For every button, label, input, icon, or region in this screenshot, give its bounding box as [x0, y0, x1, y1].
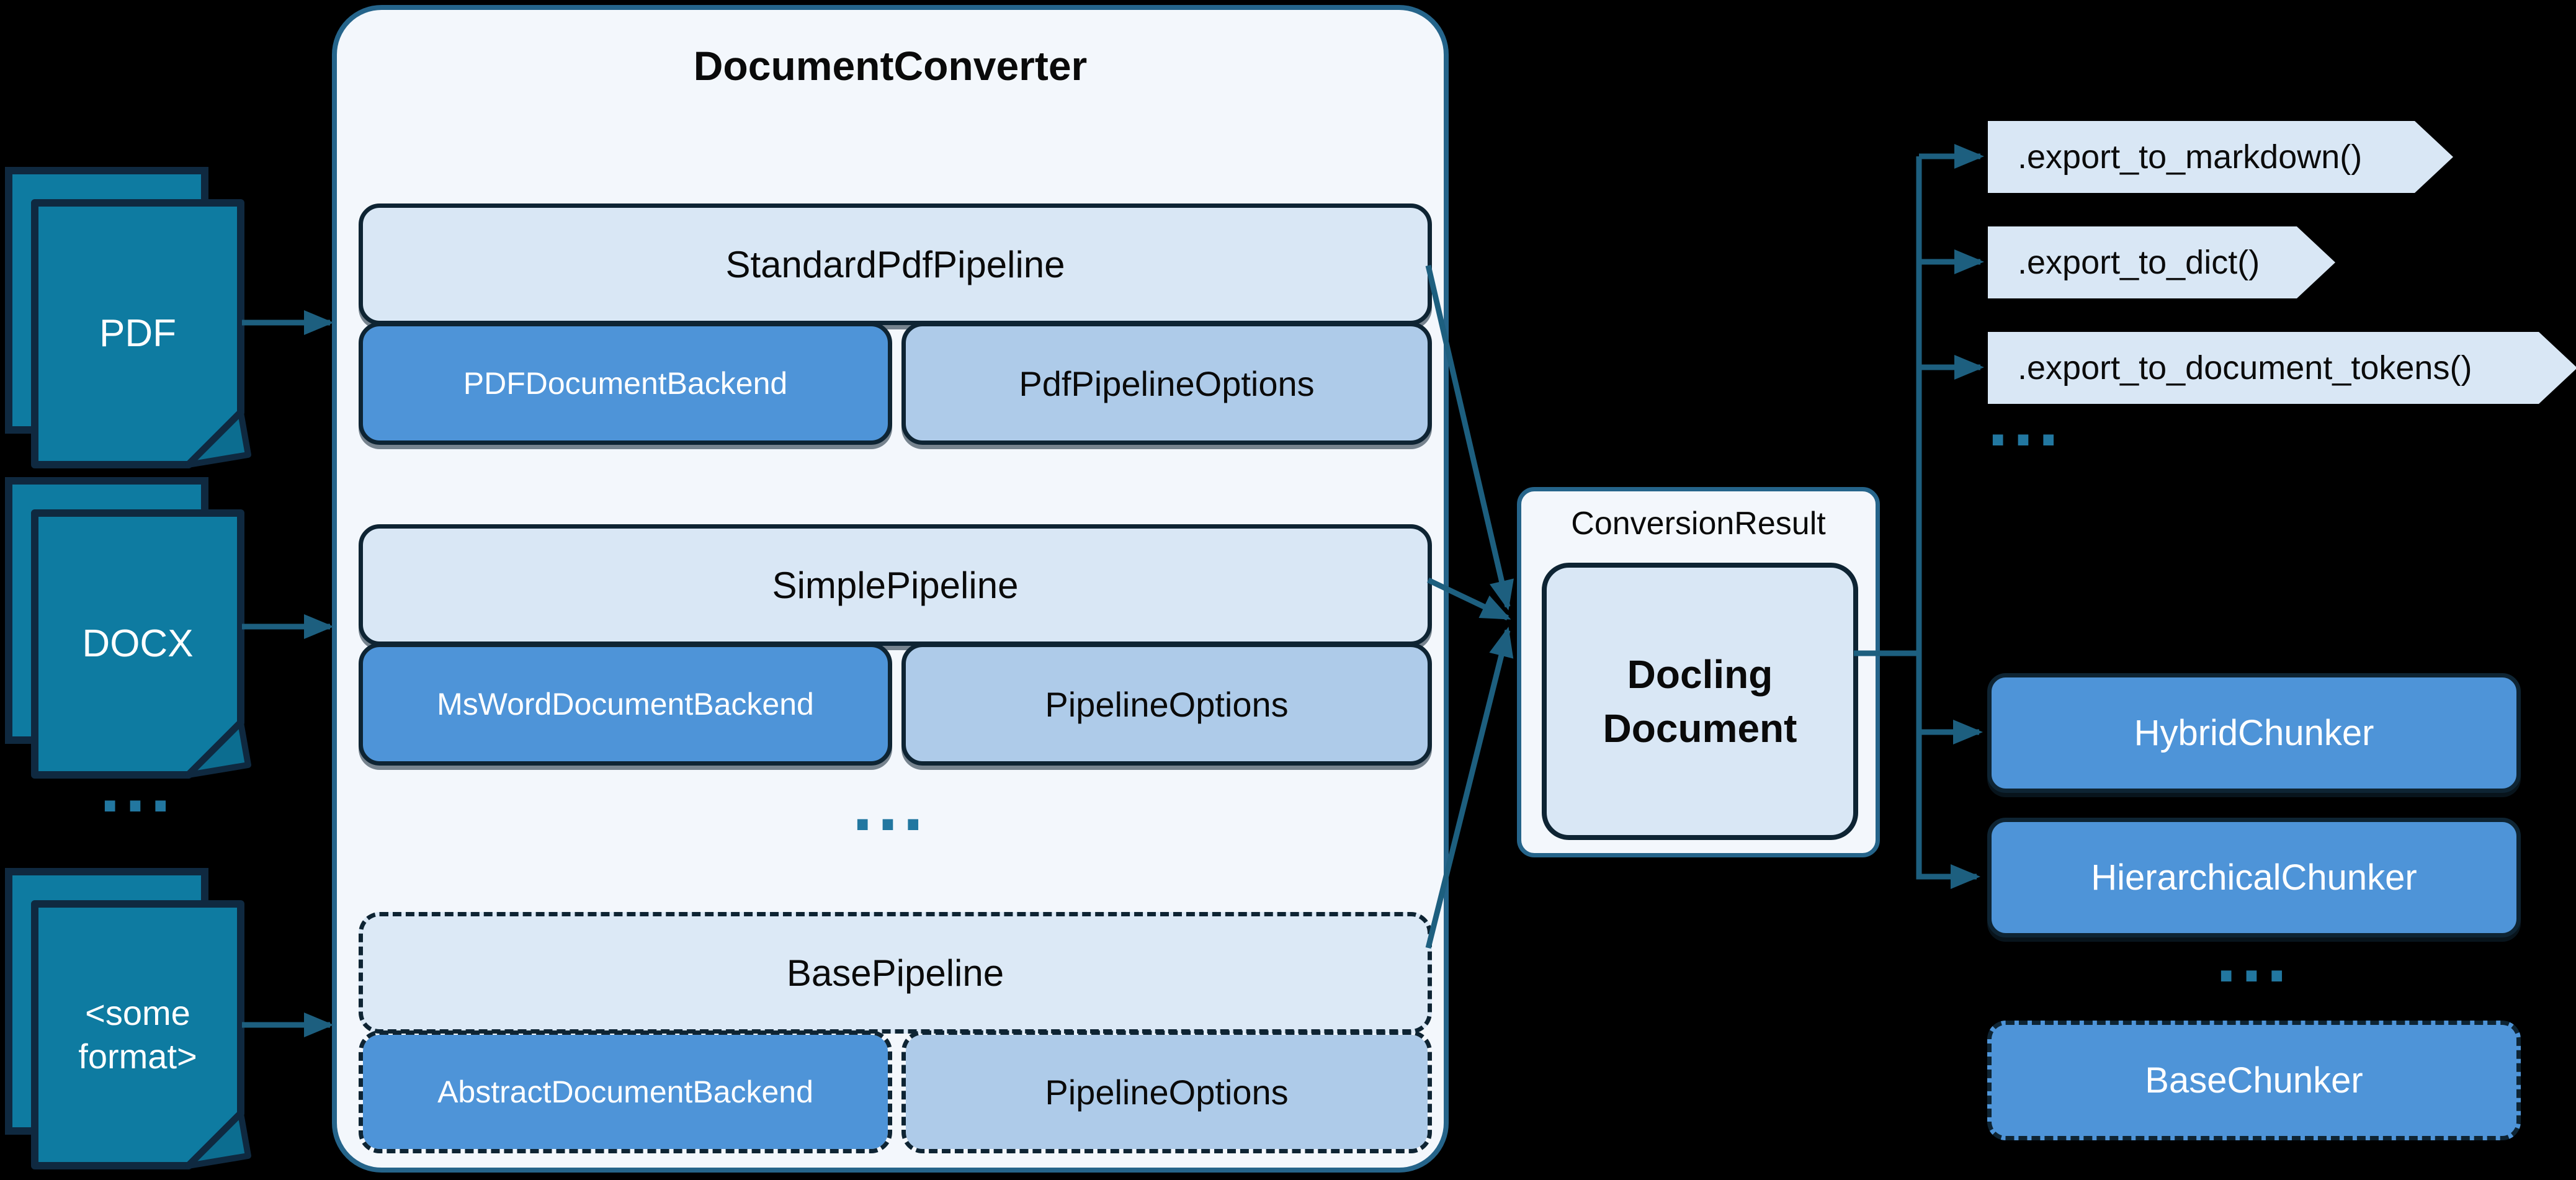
hierarchical-chunker-box: HierarchicalChunker [1987, 818, 2521, 937]
pipeline-simple: SimplePipeline [359, 524, 1432, 646]
converter-ellipsis: ... [852, 764, 929, 846]
export-to-markdown-tag: .export_to_markdown() [1988, 121, 2453, 193]
source-label-line1: <some [85, 993, 190, 1032]
connector-trunk [1916, 156, 1980, 889]
source-label-line2: format> [78, 1037, 197, 1076]
backend-pdf: PDFDocumentBackend [359, 322, 892, 445]
document-converter-container: DocumentConverter StandardPdfPipeline PD… [332, 5, 1449, 1173]
source-label-someformat: <some format> [35, 904, 241, 1166]
source-label-pdf: PDF [99, 312, 176, 355]
source-doc-pdf: PDF [2, 164, 251, 475]
options-simple: PipelineOptions [901, 643, 1432, 766]
document-stack-icon [5, 167, 251, 468]
docling-document-box: Docling Document [1542, 563, 1858, 840]
backend-msword: MsWordDocumentBackend [359, 643, 892, 766]
document-converter-title: DocumentConverter [693, 43, 1088, 89]
conversion-result-label: ConversionResult [1571, 506, 1826, 542]
docling-document-line1: Docling [1627, 652, 1773, 697]
base-chunker-box: BaseChunker [1987, 1021, 2521, 1140]
export-to-dict-tag: .export_to_dict() [1988, 226, 2335, 298]
pipeline-base: BasePipeline [359, 912, 1432, 1034]
conversion-result-box: ConversionResult Docling Document [1517, 487, 1880, 857]
options-base: PipelineOptions [901, 1030, 1432, 1153]
options-pdf: PdfPipelineOptions [901, 322, 1432, 445]
docling-document-line2: Document [1603, 705, 1797, 751]
document-stack-icon [5, 477, 251, 779]
document-stack-icon [5, 868, 251, 1169]
source-doc-docx: DOCX [2, 475, 251, 785]
exports-ellipsis: ... [1987, 380, 2064, 462]
backend-abstract: AbstractDocumentBackend [359, 1030, 892, 1153]
hybrid-chunker-box: HybridChunker [1987, 673, 2521, 793]
sources-ellipsis: ... [99, 746, 176, 828]
source-doc-someformat: <some format> [2, 865, 251, 1176]
chunkers-ellipsis: ... [2216, 916, 2292, 998]
source-label-docx: DOCX [82, 622, 194, 666]
export-to-document-tokens-tag: .export_to_document_tokens() [1988, 332, 2576, 404]
pipeline-standard-pdf: StandardPdfPipeline [359, 203, 1432, 325]
